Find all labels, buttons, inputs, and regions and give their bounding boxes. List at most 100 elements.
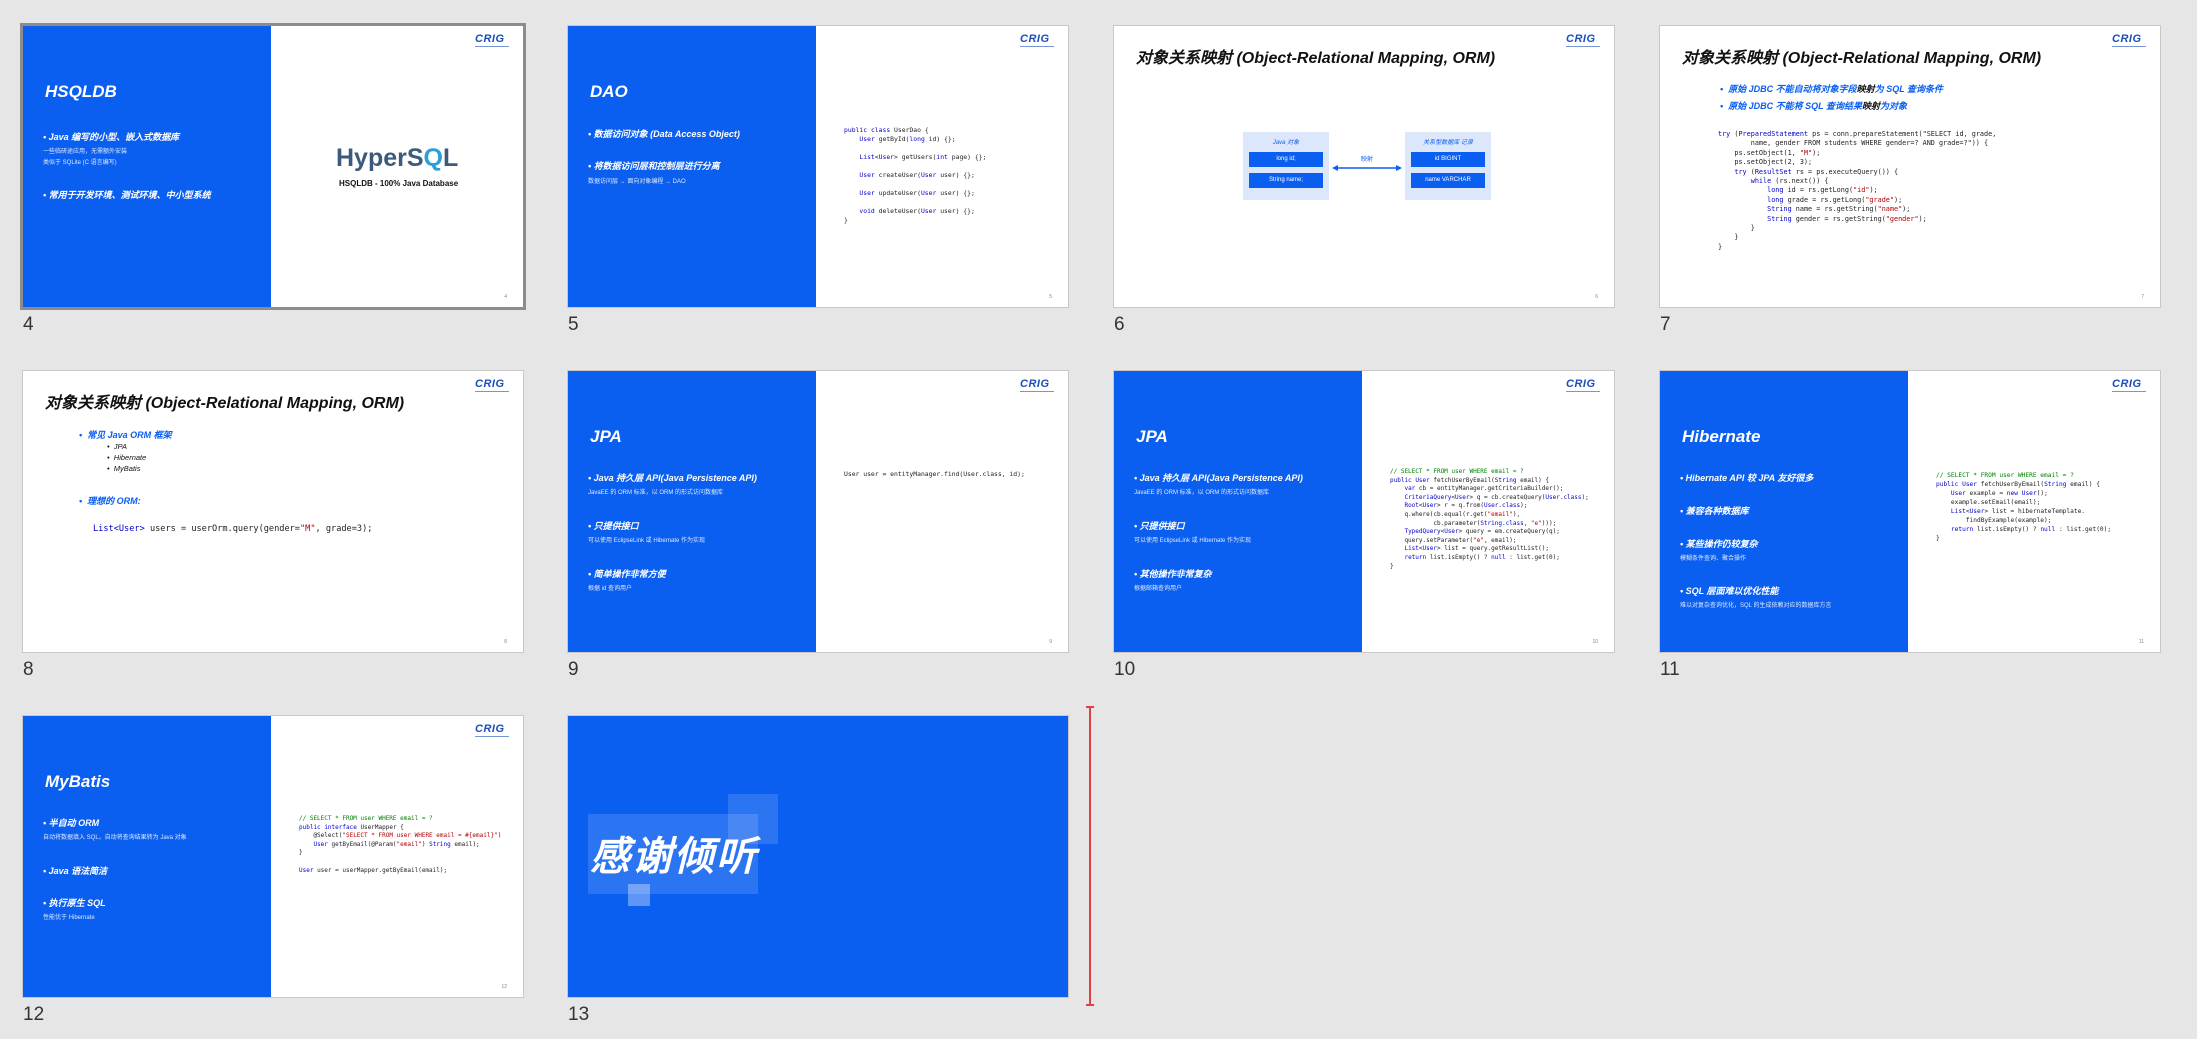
bullet: • Java 持久层 API(Java Persistence API) [588, 473, 757, 483]
code-line: } [1718, 233, 1739, 242]
logo-underline [475, 736, 509, 737]
bullet: • 半自动 ORM [43, 818, 100, 828]
slide-title: JPA [590, 427, 622, 446]
code-text: , grade=3); [315, 524, 373, 534]
code-line [844, 144, 986, 153]
blue-panel: DAO • 数据访问对象 (Data Access Object) • 将数据访… [568, 26, 816, 307]
slide-number: 7 [1660, 314, 1671, 335]
logo-text-a: HyperS [336, 144, 424, 172]
db-record-label: 关系型数据库 记录 [1423, 140, 1473, 146]
point-1-c: 为 SQL 查询条件 [1874, 84, 1944, 94]
slide-canvas: 对象关系映射 (Object-Relational Mapping, ORM) … [1114, 26, 1614, 307]
code-line: TypedQuery<User> query = em.createQuery(… [1404, 528, 1560, 536]
code-line: // SELECT * FROM user WHERE email = ? [299, 815, 433, 822]
slide-thumbnail-9[interactable]: JPA • Java 持久层 API(Java Persistence API)… [568, 371, 1068, 680]
insertion-marker [1086, 706, 1094, 1006]
slide-number: 13 [568, 1004, 590, 1025]
code-line: try (PreparedStatement ps = conn.prepare… [1718, 130, 1997, 138]
slide-number: 9 [568, 659, 579, 680]
slide-thumbnail-5[interactable]: DAO • 数据访问对象 (Data Access Object) • 将数据访… [568, 26, 1068, 335]
bullet-sub: 一些临研途应用，无需额外安装 [43, 149, 128, 155]
list-item: • Hibernate [107, 453, 147, 462]
heading-text: 理想的 ORM: [87, 496, 141, 506]
blue-panel: MyBatis • 半自动 ORM 自动将数据填入 SQL，自动将查询结果转为 … [23, 716, 271, 997]
slide-number: 6 [1114, 314, 1125, 335]
crig-logo: CRIG [1020, 379, 1056, 393]
code-line [844, 180, 986, 189]
slide-title: JPA [1136, 427, 1168, 446]
bullet: • 只提供接口 [588, 521, 639, 531]
crig-logo: CRIG [475, 724, 511, 738]
thank-you-text: 感谢倾听 [590, 835, 758, 879]
bullet-sub: JavaEE 的 ORM 标准，以 ORM 的形式访问数据库 [588, 490, 724, 496]
hypersql-logo: HyperSQL [336, 144, 458, 173]
code-line: User user = entityManager.find(User.clas… [844, 470, 1025, 478]
code-line: User getById(long id) {}; [859, 135, 956, 143]
page-number: 5 [1049, 294, 1052, 300]
db-record-box: 关系型数据库 记录 id BIGINT name VARCHAR [1405, 132, 1491, 200]
logo-caption: HSQLDB - 100% Java Database [339, 179, 459, 188]
slide-thumbnail-8[interactable]: 对象关系映射 (Object-Relational Mapping, ORM) … [23, 371, 523, 680]
slide-thumbnail-13[interactable]: 感谢倾听 13 [568, 716, 1068, 1025]
bullet: • 只提供接口 [1134, 521, 1185, 531]
slide-thumbnail-4[interactable]: HSQLDB • Java 编写的小型、嵌入式数据库 一些临研途应用，无需额外安… [23, 26, 523, 335]
slide-thumbnail-6[interactable]: 对象关系映射 (Object-Relational Mapping, ORM) … [1114, 26, 1614, 335]
page-number: 9 [1049, 639, 1052, 645]
code-line: var cb = entityManager.getCriteriaBuilde… [1404, 485, 1564, 493]
slide-title: Hibernate [1682, 427, 1761, 446]
slide-thumbnail-12[interactable]: MyBatis • 半自动 ORM 自动将数据填入 SQL，自动将查询结果转为 … [23, 716, 523, 1025]
bullet: • Hibernate API 较 JPA 友好很多 [1680, 473, 1814, 483]
slide-thumbnail-10[interactable]: JPA • Java 持久层 API(Java Persistence API)… [1114, 371, 1614, 680]
db-field-id: id BIGINT [1411, 152, 1485, 167]
crig-logo: CRIG [2112, 379, 2148, 393]
code-line: public User fetchUserByEmail(String emai… [1936, 481, 2100, 488]
bullet: • 简单操作非常方便 [588, 569, 666, 579]
point-2-b: 映射 [1862, 101, 1881, 111]
code-line: User getByEmail(@Param("email") String e… [313, 840, 480, 848]
java-object-box: Java 对象 long id; String name; [1243, 132, 1329, 200]
logo-text: CRIG [1020, 33, 1050, 45]
bullet-sub: 自动将数据填入 SQL，自动将查询结果转为 Java 对象 [43, 835, 187, 841]
code-line: cb.parameter(String.class, "e"))); [1390, 519, 1557, 527]
bullet: • Java 语法简洁 [43, 866, 108, 876]
slide-thumbnail-11[interactable]: Hibernate • Hibernate API 较 JPA 友好很多 • 兼… [1660, 371, 2160, 680]
code-block: // SELECT * FROM user WHERE email = ?pub… [1390, 468, 1589, 571]
code-line: List<User> getUsers(int page) {}; [859, 153, 987, 161]
heading-ideal-orm: • 理想的 ORM: [79, 496, 141, 506]
slide-number: 4 [23, 314, 34, 335]
bullet-sub: 可以使用 EclipseLink 或 Hibernate 作为实现 [588, 538, 706, 544]
code-string-token: "M" [299, 524, 316, 534]
bullet-sub: 模糊条件查询、聚合操作 [1680, 556, 1747, 562]
page-number: 10 [1592, 639, 1598, 645]
list-item-text: JPA [113, 442, 127, 451]
code-line: ps.setObject(2, 3); [1718, 158, 1813, 167]
page-number: 11 [2138, 639, 2144, 645]
code-line: } [1718, 242, 1723, 251]
slide-title: DAO [590, 82, 628, 101]
bullet-sub: 性能优于 Hibernate [43, 915, 95, 921]
code-line: public interface UserMapper { [299, 823, 404, 831]
slide-canvas: JPA • Java 持久层 API(Java Persistence API)… [568, 371, 1068, 652]
code-line: name, gender FROM students WHERE gender=… [1718, 139, 1989, 148]
logo-text: CRIG [2112, 378, 2142, 390]
bullet-sub: 根据 id 查询用户 [588, 586, 633, 592]
slide-canvas: Hibernate • Hibernate API 较 JPA 友好很多 • 兼… [1660, 371, 2160, 652]
code-block: // SELECT * FROM user WHERE email = ?pub… [299, 815, 501, 875]
heading-orm-frameworks: • 常见 Java ORM 框架 [79, 430, 172, 440]
mapping-label: 映射 [1360, 157, 1373, 163]
logo-text: CRIG [1566, 378, 1596, 390]
code-line: List<User> list = query.getResultList(); [1404, 545, 1549, 553]
logo-underline [1566, 46, 1600, 47]
code-line: ps.setObject(1, "M"); [1718, 148, 1821, 157]
code-block: // SELECT * FROM user WHERE email = ?pub… [1936, 471, 2111, 543]
code-line: } [844, 216, 848, 224]
bullet: • 兼容各种数据库 [1680, 506, 1749, 516]
code-line: String gender = rs.getString("gender"); [1767, 214, 1927, 223]
crig-logo: CRIG [475, 379, 511, 393]
slide-thumbnail-7[interactable]: 对象关系映射 (Object-Relational Mapping, ORM) … [1660, 26, 2160, 335]
code-line: Root<User> r = q.from(User.class); [1404, 502, 1528, 510]
code-line [844, 198, 986, 207]
bullet: • Java 编写的小型、嵌入式数据库 [43, 132, 180, 142]
code-type-token: List<User> [93, 524, 145, 534]
page-number: 4 [504, 294, 507, 300]
